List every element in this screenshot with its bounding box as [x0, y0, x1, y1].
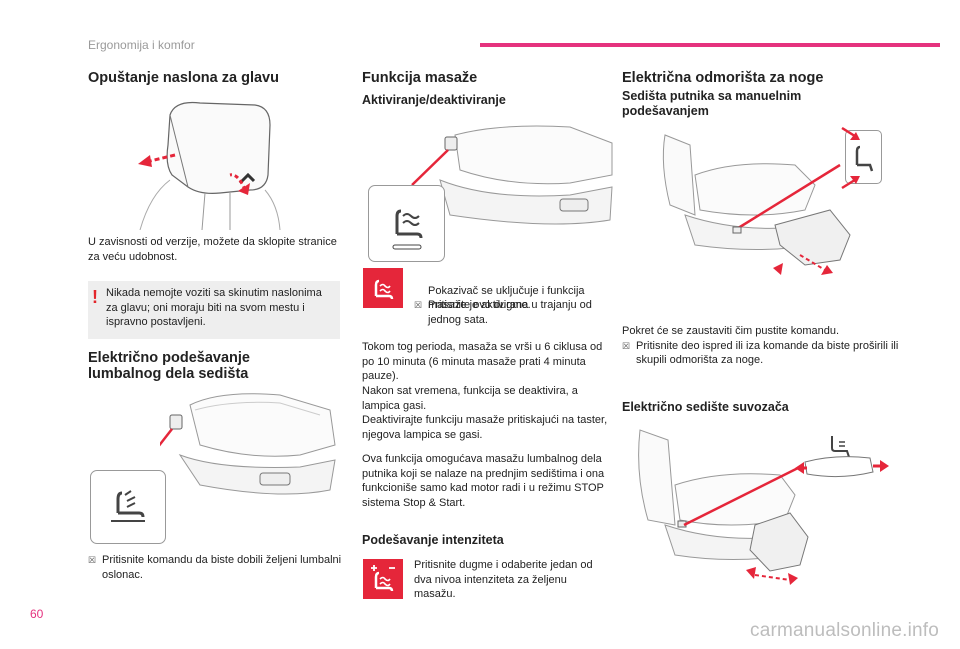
massage-deactivate-text: Nakon sat vremena, funkcija se deaktivir…	[362, 385, 578, 412]
page-number: 60	[30, 607, 44, 621]
legrest-illustration	[662, 134, 851, 275]
massage-button-icon	[363, 268, 403, 308]
legrest-paragraph: Pokret će se zaustaviti čim pustite koma…	[622, 325, 840, 337]
lumbar-title-line1: Električno podešavanje	[88, 350, 250, 366]
massage-control-panel	[368, 185, 445, 262]
headrest-title: Opuštanje naslona za glavu	[88, 70, 279, 86]
legrest-arrows	[841, 126, 860, 190]
lumbar-title-line2: lumbalnog dela sedišta	[88, 366, 249, 382]
warning-icon: !	[92, 287, 98, 307]
massage-subtitle: Aktiviranje/deaktiviranje	[362, 93, 506, 107]
lumbar-control-panel	[90, 470, 166, 544]
passenger-seat-subtitle: Električno sedište suvozača	[622, 400, 789, 414]
headrest-illustration	[138, 101, 281, 230]
massage-info-text: Ova funkcija omogućava masažu lumbalnog …	[362, 453, 605, 509]
massage-intensity-icon	[371, 565, 395, 592]
massage-symbol-icon	[374, 279, 394, 300]
massage-cycles-text: Tokom tog perioda, masaža se vrši u 6 ci…	[362, 341, 603, 382]
seat-lumbar-icon	[111, 490, 145, 522]
legrest-subtitle-line2: podešavanjem	[622, 104, 709, 118]
passenger-control-illustration	[795, 436, 889, 478]
massage-title: Funkcija masaže	[362, 70, 478, 86]
header-accent-bar	[480, 43, 940, 47]
intensity-text: Pritisnite dugme i odaberite jedan od dv…	[414, 559, 593, 600]
section-title: Ergonomija i komfor	[88, 38, 195, 52]
legrest-subtitle-line1: Sedišta putnika sa manuelnim	[622, 89, 802, 103]
warning-box: ! Nikada nemojte voziti sa skinutim nasl…	[88, 281, 340, 339]
massage-icon	[392, 209, 423, 250]
seat-control-icon	[855, 145, 874, 172]
massage-bullet: Pritisnite ovo dugme.	[414, 298, 618, 313]
legrest-title: Električna odmorišta za noge	[622, 70, 824, 86]
watermark: carmanualsonline.info	[750, 620, 940, 641]
intensity-subtitle: Podešavanje intenziteta	[362, 533, 504, 547]
seat-lumbar-illustration	[160, 393, 336, 495]
massage-button-text: Deaktivirajte funkciju masaže pritiskaju…	[362, 414, 608, 441]
warning-text: Nikada nemojte voziti sa skinutim naslon…	[106, 287, 322, 328]
intensity-button-icon	[363, 559, 403, 599]
lumbar-bullet: Pritisnite komandu da biste dobili želje…	[88, 553, 342, 582]
massage-bullet-continued: Pokazivač se uključuje i funkcija masaže…	[428, 284, 592, 326]
headrest-paragraph: U zavisnosti od verzije, možete da sklop…	[88, 236, 337, 263]
passenger-seat-illustration	[638, 429, 809, 585]
legrest-bullet: Pritisnite deo ispred ili iza komande da…	[622, 339, 906, 368]
seat-massage-illustration	[411, 125, 613, 225]
